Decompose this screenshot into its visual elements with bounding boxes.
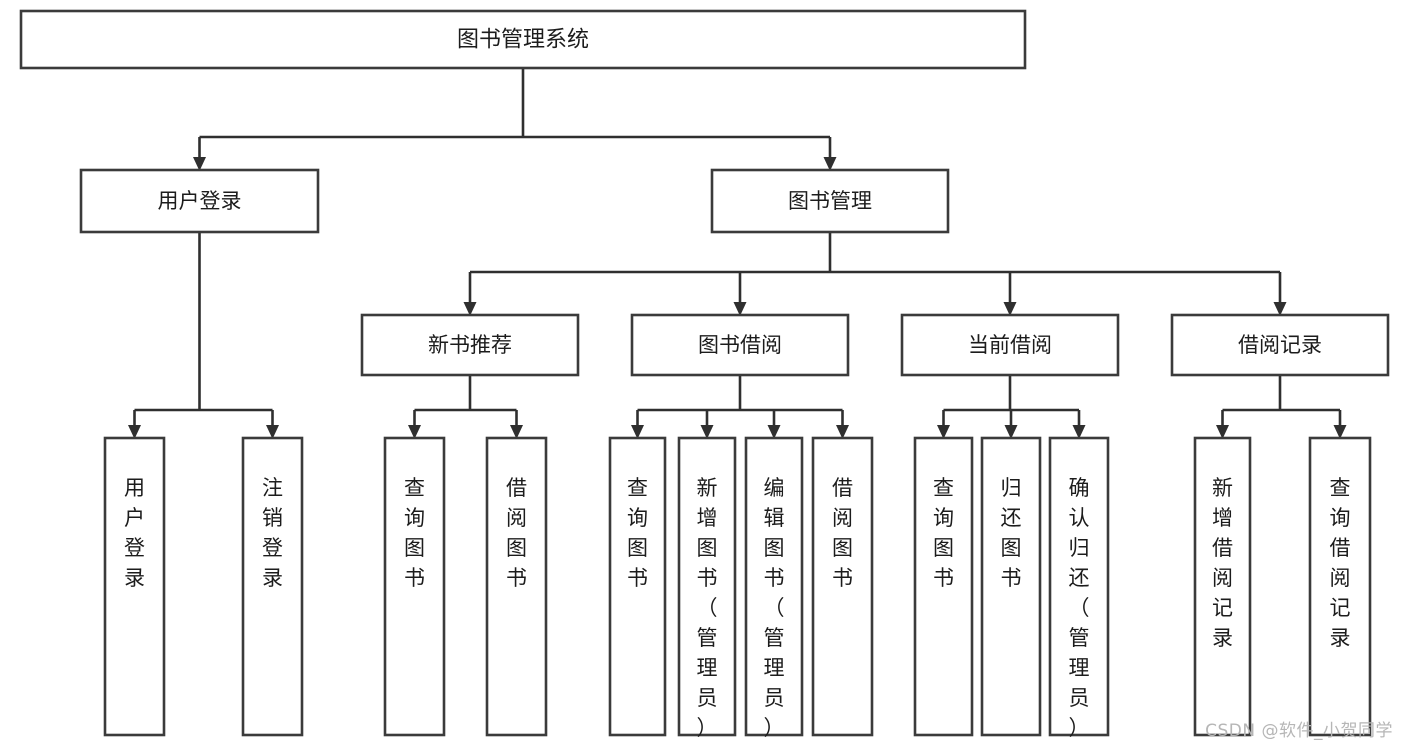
node-root[interactable]: 图书管理系统	[19, 9, 1027, 70]
connector-arrowhead	[266, 425, 279, 439]
node-label: 归还图书	[1001, 476, 1022, 590]
node-new-book-recommend[interactable]: 新书推荐	[360, 313, 580, 377]
node-label: 图书管理系统	[457, 28, 589, 53]
node-box[interactable]	[79, 168, 320, 234]
connector-arrowhead	[823, 157, 837, 171]
node-leaf-borrow-book-2[interactable]: 借阅图书	[811, 436, 874, 737]
node-box[interactable]	[710, 168, 950, 234]
node-leaf-add-book[interactable]: 新增图书（管理员）	[677, 436, 737, 740]
node-leaf-query-book-3[interactable]: 查询图书	[913, 436, 974, 737]
connector-arrowhead	[463, 302, 477, 316]
node-label: 新增图书（管理员）	[697, 476, 718, 740]
node-box[interactable]	[485, 436, 548, 737]
node-box[interactable]	[900, 313, 1120, 377]
node-label: 图书借阅	[698, 333, 782, 357]
connector-arrowhead	[733, 302, 747, 316]
node-label: 查询借阅记录	[1330, 476, 1351, 650]
node-box[interactable]	[1193, 436, 1252, 737]
connector-arrowhead	[1273, 302, 1287, 316]
node-box[interactable]	[677, 436, 737, 737]
node-leaf-user-logout[interactable]: 注销登录	[241, 436, 304, 737]
connector-arrowhead	[193, 157, 206, 171]
node-box[interactable]	[744, 436, 804, 737]
node-label: 确认归还（管理员）	[1069, 476, 1090, 740]
node-label: 借阅记录	[1238, 333, 1322, 357]
node-current-borrow[interactable]: 当前借阅	[900, 313, 1120, 377]
node-box[interactable]	[980, 436, 1042, 737]
connector-arrowhead	[1004, 425, 1018, 439]
connector-arrowhead	[1216, 425, 1229, 439]
node-box[interactable]	[241, 436, 304, 737]
node-label: 查询图书	[933, 476, 954, 590]
node-leaf-user-login[interactable]: 用户登录	[103, 436, 166, 737]
connector-arrowhead	[937, 425, 950, 439]
node-label: 用户登录	[124, 476, 145, 590]
connector-arrowhead	[631, 425, 644, 439]
node-box[interactable]	[383, 436, 446, 737]
node-leaf-query-book-2[interactable]: 查询图书	[608, 436, 667, 737]
node-box[interactable]	[913, 436, 974, 737]
connector-arrowhead	[1003, 302, 1017, 316]
node-book-management[interactable]: 图书管理	[710, 168, 950, 234]
connector-arrowhead	[510, 425, 523, 439]
node-label: 查询图书	[404, 476, 425, 590]
node-label: 新增借阅记录	[1212, 476, 1233, 650]
node-box[interactable]	[630, 313, 850, 377]
node-leaf-confirm-return[interactable]: 确认归还（管理员）	[1048, 436, 1110, 740]
node-leaf-query-record[interactable]: 查询借阅记录	[1308, 436, 1372, 737]
node-leaf-query-book-1[interactable]: 查询图书	[383, 436, 446, 737]
node-user-login[interactable]: 用户登录	[79, 168, 320, 234]
node-box[interactable]	[19, 9, 1027, 70]
node-layer: 图书管理系统用户登录图书管理新书推荐图书借阅当前借阅借阅记录用户登录注销登录查询…	[19, 9, 1390, 740]
node-label: 图书管理	[788, 189, 872, 213]
connector-arrowhead	[1333, 425, 1347, 439]
connector-arrowhead	[767, 425, 781, 439]
node-book-borrow[interactable]: 图书借阅	[630, 313, 850, 377]
node-label: 注销登录	[262, 476, 283, 590]
node-box[interactable]	[1170, 313, 1390, 377]
node-leaf-add-record[interactable]: 新增借阅记录	[1193, 436, 1252, 737]
connector-arrowhead	[408, 425, 421, 439]
connector-arrowhead	[836, 425, 849, 439]
connector-layer	[128, 68, 1347, 439]
connector-arrowhead	[128, 425, 141, 439]
connector-arrowhead	[1072, 425, 1086, 439]
node-box[interactable]	[1308, 436, 1372, 737]
node-label: 新书推荐	[428, 333, 512, 357]
node-leaf-borrow-book-1[interactable]: 借阅图书	[485, 436, 548, 737]
node-box[interactable]	[608, 436, 667, 737]
node-box[interactable]	[811, 436, 874, 737]
node-label: 编辑图书（管理员）	[764, 476, 785, 740]
node-leaf-return-book[interactable]: 归还图书	[980, 436, 1042, 737]
node-box[interactable]	[1048, 436, 1110, 737]
connector-arrowhead	[700, 425, 714, 439]
node-label: 查询图书	[627, 476, 648, 590]
node-label: 当前借阅	[968, 333, 1052, 357]
node-label: 借阅图书	[506, 476, 527, 590]
node-leaf-edit-book[interactable]: 编辑图书（管理员）	[744, 436, 804, 740]
node-box[interactable]	[360, 313, 580, 377]
node-label: 用户登录	[158, 189, 242, 213]
node-label: 借阅图书	[832, 476, 853, 590]
node-borrow-record[interactable]: 借阅记录	[1170, 313, 1390, 377]
node-box[interactable]	[103, 436, 166, 737]
